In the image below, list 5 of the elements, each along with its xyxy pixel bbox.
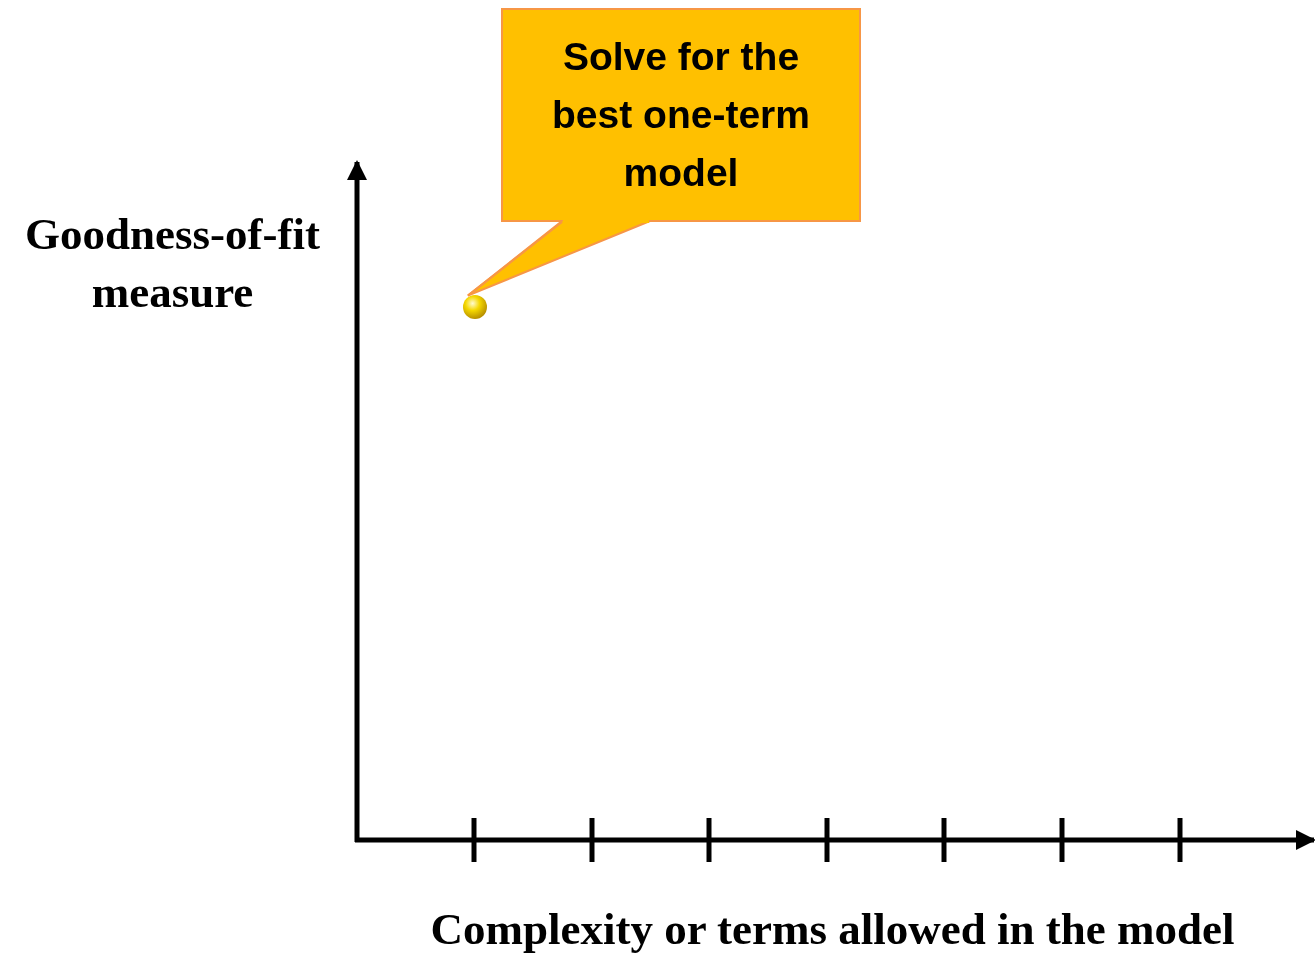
x-axis-label: Complexity or terms allowed in the model [429,903,1236,956]
y-axis-label: Goodness-of-fit measure [24,208,321,319]
callout-text: Solve for the best one-term model [551,34,811,196]
data-point [462,294,488,320]
leader-line [466,221,563,297]
